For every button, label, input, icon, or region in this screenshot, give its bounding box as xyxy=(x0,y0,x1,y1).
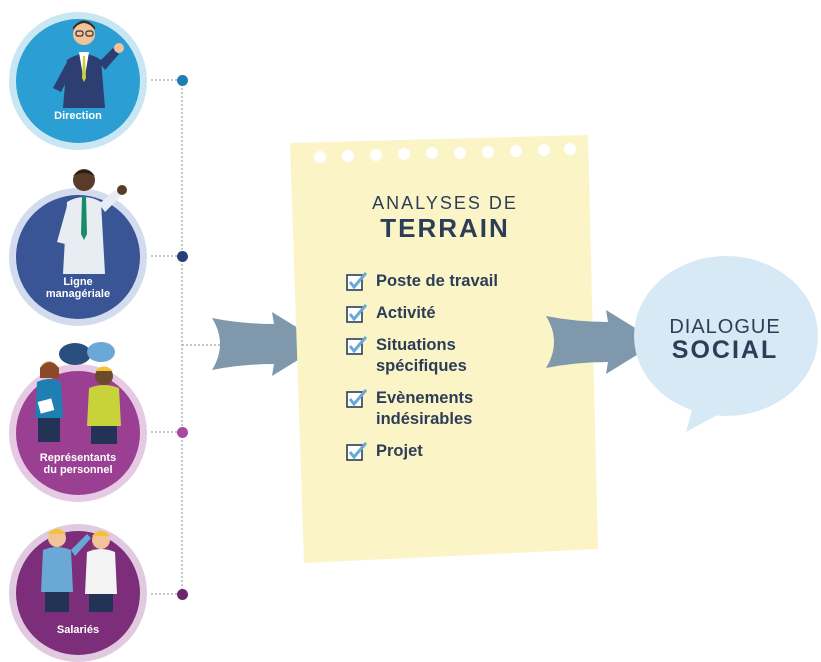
actor-label-line1: Représentants xyxy=(39,452,117,464)
speech-bubble xyxy=(634,256,818,432)
flow-arrow-to-dialogue xyxy=(546,310,658,374)
analysis-checklist: Poste de travail Activité Situations spé… xyxy=(346,271,586,473)
employees-figure-icon xyxy=(41,529,117,612)
actor-ligne-manageriale: Ligne managériale xyxy=(9,169,147,326)
manager-figure-icon xyxy=(57,169,127,274)
checkbox-checked-icon xyxy=(346,389,368,408)
actor-label: Salariés xyxy=(56,624,100,636)
checklist-item: Situations spécifiques xyxy=(346,335,586,377)
actor-salaries: Salariés xyxy=(9,524,147,662)
actor-representants: Représentants du personnel xyxy=(9,342,147,502)
bubble-title-line1: DIALOGUE xyxy=(669,316,781,338)
actor-direction: Direction xyxy=(9,12,147,150)
flow-arrow-to-analyses xyxy=(212,312,324,376)
connector-dot-direction xyxy=(177,75,188,86)
note-title-line1: ANALYSES DE xyxy=(372,193,518,213)
note-title-line2: TERRAIN xyxy=(380,213,510,243)
actor-label-line2: du personnel xyxy=(43,464,113,476)
checkbox-checked-icon xyxy=(346,304,368,323)
connector-dot-salaries xyxy=(177,589,188,600)
checklist-item: Poste de travail xyxy=(346,271,586,292)
note-paper xyxy=(290,135,598,563)
connector-dot-ligne xyxy=(177,251,188,262)
actor-label: Direction xyxy=(54,110,102,122)
connector-dot-representants xyxy=(177,427,188,438)
actor-label-line2: managériale xyxy=(45,288,111,300)
representatives-figure-icon xyxy=(35,342,121,444)
bubble-title-line2: SOCIAL xyxy=(671,336,779,364)
checklist-item: Evènements indésirables xyxy=(346,388,586,430)
checkbox-checked-icon xyxy=(346,336,368,355)
checklist-item: Activité xyxy=(346,303,586,324)
actor-label-line1: Ligne xyxy=(63,276,93,288)
manager-figure-icon xyxy=(53,20,124,108)
checkbox-checked-icon xyxy=(346,272,368,291)
checklist-item: Projet xyxy=(346,441,586,462)
analyses-note: ANALYSES DE TERRAIN Poste de travail Act… xyxy=(290,135,600,565)
checkbox-checked-icon xyxy=(346,442,368,461)
